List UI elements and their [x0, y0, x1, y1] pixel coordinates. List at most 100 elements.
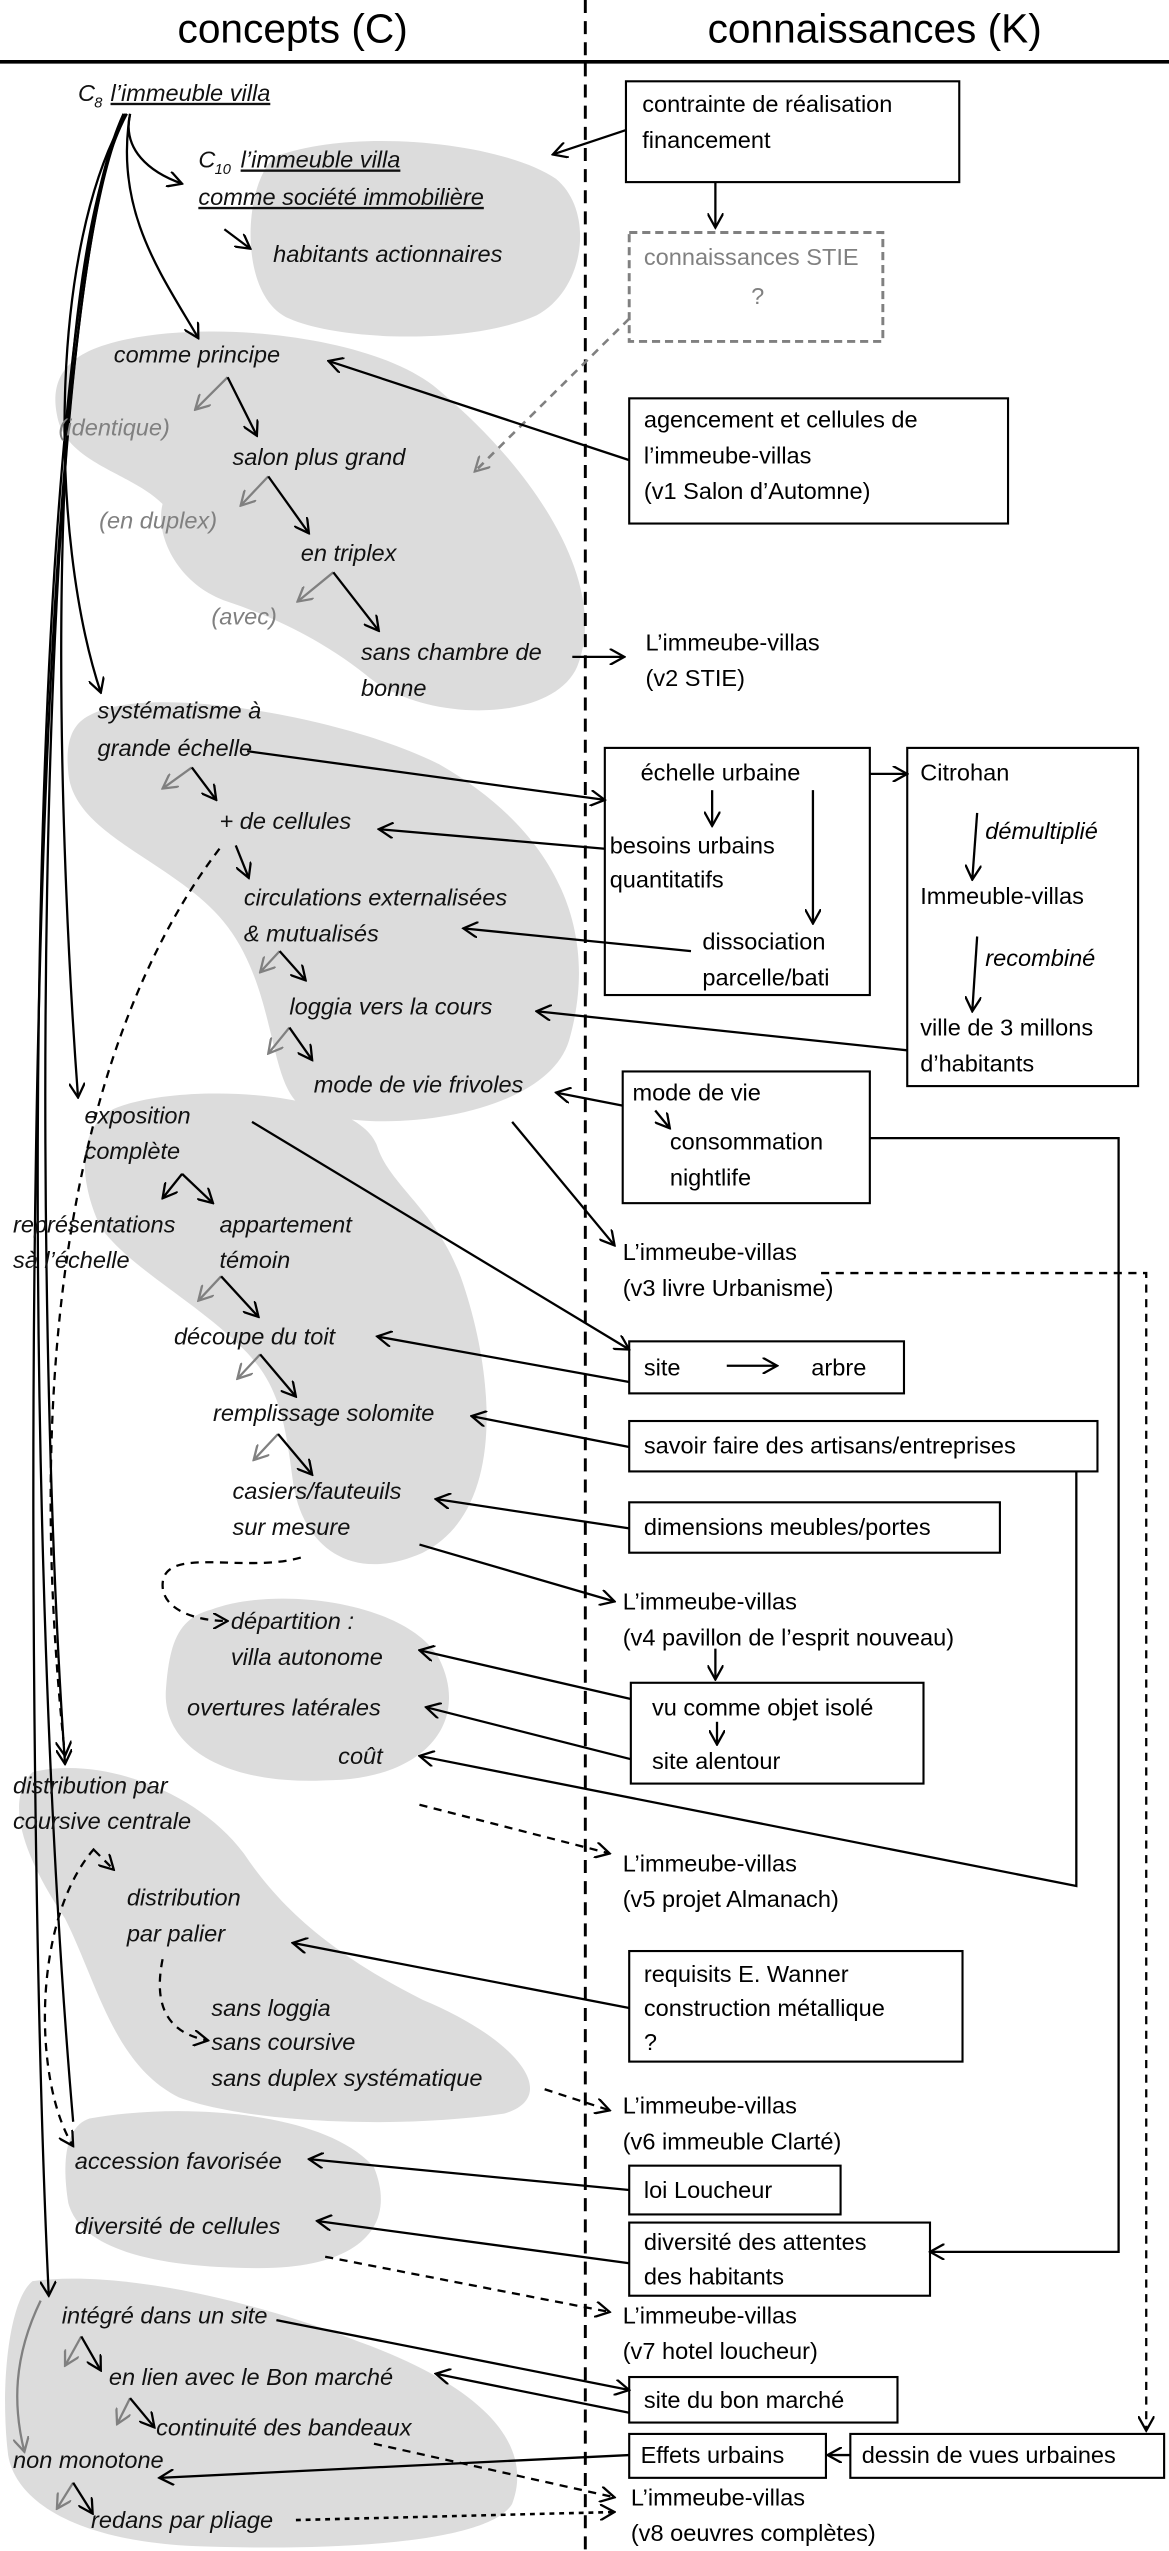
k-diversite-attentes-line2: des habitants [644, 2263, 784, 2289]
region-accession [65, 2111, 381, 2269]
arrow-cout-to-v5 [419, 1803, 609, 1854]
c8-letter: C [78, 80, 96, 106]
concept-integre: intégré dans un site [62, 2302, 268, 2328]
arrow-casiers-to-departition [161, 1556, 302, 1621]
concept-continuite: continuité des bandeaux [156, 2415, 413, 2441]
concept-representations-line1: représentations [13, 1211, 176, 1237]
arrow-dimensions-to-casiers [436, 1499, 630, 1530]
arrow-dissociation-to-circulations [463, 928, 692, 953]
concept-representations-line2: sà l’échelle [13, 1247, 130, 1273]
v3-line2: (v3 livre Urbanisme) [623, 1275, 834, 1301]
k-savoir-faire: savoir faire des artisans/entreprises [644, 1433, 1016, 1459]
arrow-branch-circulations [278, 950, 306, 980]
box-agencement [628, 397, 1010, 525]
arrow-requisits-to-palier [293, 1943, 630, 2010]
arrow-agencement-to-comme-principe [328, 361, 630, 462]
arrow-branch-loggia [288, 1026, 312, 1061]
arrow-branch-remplissage [277, 1433, 312, 1475]
concept-systematisme-line1: systématisme à [98, 698, 262, 724]
arrow-alternative-en-triplex [298, 571, 335, 601]
k-requisits-line2: construction métallique [644, 1995, 885, 2021]
k-dissociation-line2: parcelle/bati [702, 964, 829, 990]
k-echelle-urbaine: échelle urbaine [641, 759, 801, 785]
arrow-c8-to-integre [32, 113, 125, 2296]
region-integre [5, 2278, 518, 2548]
concept-sans-coursive: sans coursive [211, 2029, 355, 2055]
c8-index: 8 [94, 95, 103, 111]
arrow-c10-to-habitants [223, 228, 250, 249]
concept-avec: (avec) [211, 603, 276, 629]
arrow-branch-systematisme [190, 766, 216, 800]
arrow-alternative-remplissage [254, 1433, 279, 1460]
box-objet-isole [629, 1681, 925, 1785]
concept-overtures: overtures latérales [187, 1694, 381, 1720]
v7-line1: L’immeube-villas [623, 2302, 797, 2328]
k-effets-urbains: Effets urbains [641, 2442, 785, 2468]
arrow-stie-to-salon [475, 317, 631, 472]
arrow-integre-to-site-bon-marche [276, 2319, 629, 2390]
knowledge: contrainte de réalisation financement co… [610, 91, 1116, 2546]
arrow-alternative-decoupe [237, 1353, 261, 1378]
k-agencement-line3: (v1 Salon d’Automne) [644, 478, 871, 504]
k-requisits-line3: ? [644, 2029, 657, 2055]
arrow-besoins-to-cellules [379, 829, 605, 850]
arrow-alternative-integre [65, 2335, 83, 2365]
arrow-alternative-non-monotone [57, 2482, 75, 2509]
concept-distribution-palier-line2: par palier [126, 1920, 226, 1946]
concept-appartement-line2: témoin [219, 1247, 290, 1273]
k-site: site [644, 1354, 681, 1380]
k-ville-line2: d’habitants [920, 1050, 1034, 1076]
c10-index: 10 [215, 162, 232, 178]
arrow-ville-to-loggia [537, 1011, 908, 1052]
k-besoins-line1: besoins urbains [610, 833, 775, 859]
concept-en-triplex: en triplex [301, 540, 398, 566]
k-contrainte-line2: financement [642, 127, 771, 153]
arrow-loucheur-to-accession [309, 2159, 630, 2192]
arrow-c8-to-systematisme [63, 113, 128, 693]
k-dessin-vues: dessin de vues urbaines [862, 2442, 1116, 2468]
arrow-redans-to-v8 [295, 2512, 615, 2522]
box-dimensions [628, 1501, 1001, 1554]
arrow-continuite-to-v8 [373, 2442, 615, 2498]
arrow-systematisme-to-echelle [246, 750, 605, 800]
arrow-branch-comme-principe [226, 376, 257, 436]
arrow-integre-to-non-monotone [17, 2300, 42, 2452]
v3-line1: L’immeube-villas [623, 1239, 797, 1265]
concepts: C 8 l’immeuble villa C 10 l’immeuble vil… [13, 80, 542, 2533]
region-departition [165, 1598, 450, 1781]
arrow-contrainte-to-c10 [553, 128, 627, 154]
arrow-cellules-branch [234, 845, 249, 878]
region-distribution [19, 1768, 531, 2123]
box-site-bon-marche [628, 2375, 899, 2424]
knowledge-column-title: connaissances (K) [708, 5, 1042, 51]
concept-casiers-line1: casiers/fauteuils [232, 1478, 401, 1504]
c10-letter: C [198, 146, 216, 172]
arrow-alternative-loggia [268, 1026, 291, 1054]
k-dimensions: dimensions meubles/portes [644, 1514, 931, 1540]
arrow-objet-isole-to-villa-autonome [419, 1650, 632, 1701]
k-site-alentour: site alentour [652, 1748, 781, 1774]
v2-line1: L’immeube-villas [645, 629, 819, 655]
arrow-branch-integre [80, 2335, 101, 2370]
arrow-site-to-decoupe [377, 1336, 630, 1384]
arrow-savoir-faire-to-cout [419, 1471, 1078, 1888]
concept-systematisme-line2: grande échelle [98, 735, 253, 761]
concept-comme-principe: comme principe [114, 342, 280, 368]
concept-diversite-cellules: diversité de cellules [75, 2213, 281, 2239]
box-echelle-urbaine [603, 746, 871, 997]
v7-line2: (v7 hotel loucheur) [623, 2338, 818, 2364]
arrow-mode-de-vie-to-consommation [655, 1109, 670, 1128]
arrow-branch-en-lien [129, 2397, 154, 2427]
arrow-c8-to-c10 [127, 113, 182, 184]
k-nightlife: nightlife [670, 1164, 751, 1190]
concept-sans-duplex: sans duplex systématique [211, 2065, 482, 2091]
v8-line2: (v8 oeuvres complètes) [631, 2520, 876, 2546]
box-dessin-vues [849, 2432, 1166, 2479]
arrows [17, 113, 1146, 2522]
concept-loggia: loggia vers la cours [289, 994, 492, 1020]
concept-identique: (identique) [59, 415, 170, 441]
arrow-palier-to-sans [158, 1958, 208, 2040]
k-site-bon-marche: site du bon marché [644, 2387, 844, 2413]
arrow-alternative-salon [241, 475, 270, 505]
arrow-branch-appartement [220, 1275, 258, 1317]
